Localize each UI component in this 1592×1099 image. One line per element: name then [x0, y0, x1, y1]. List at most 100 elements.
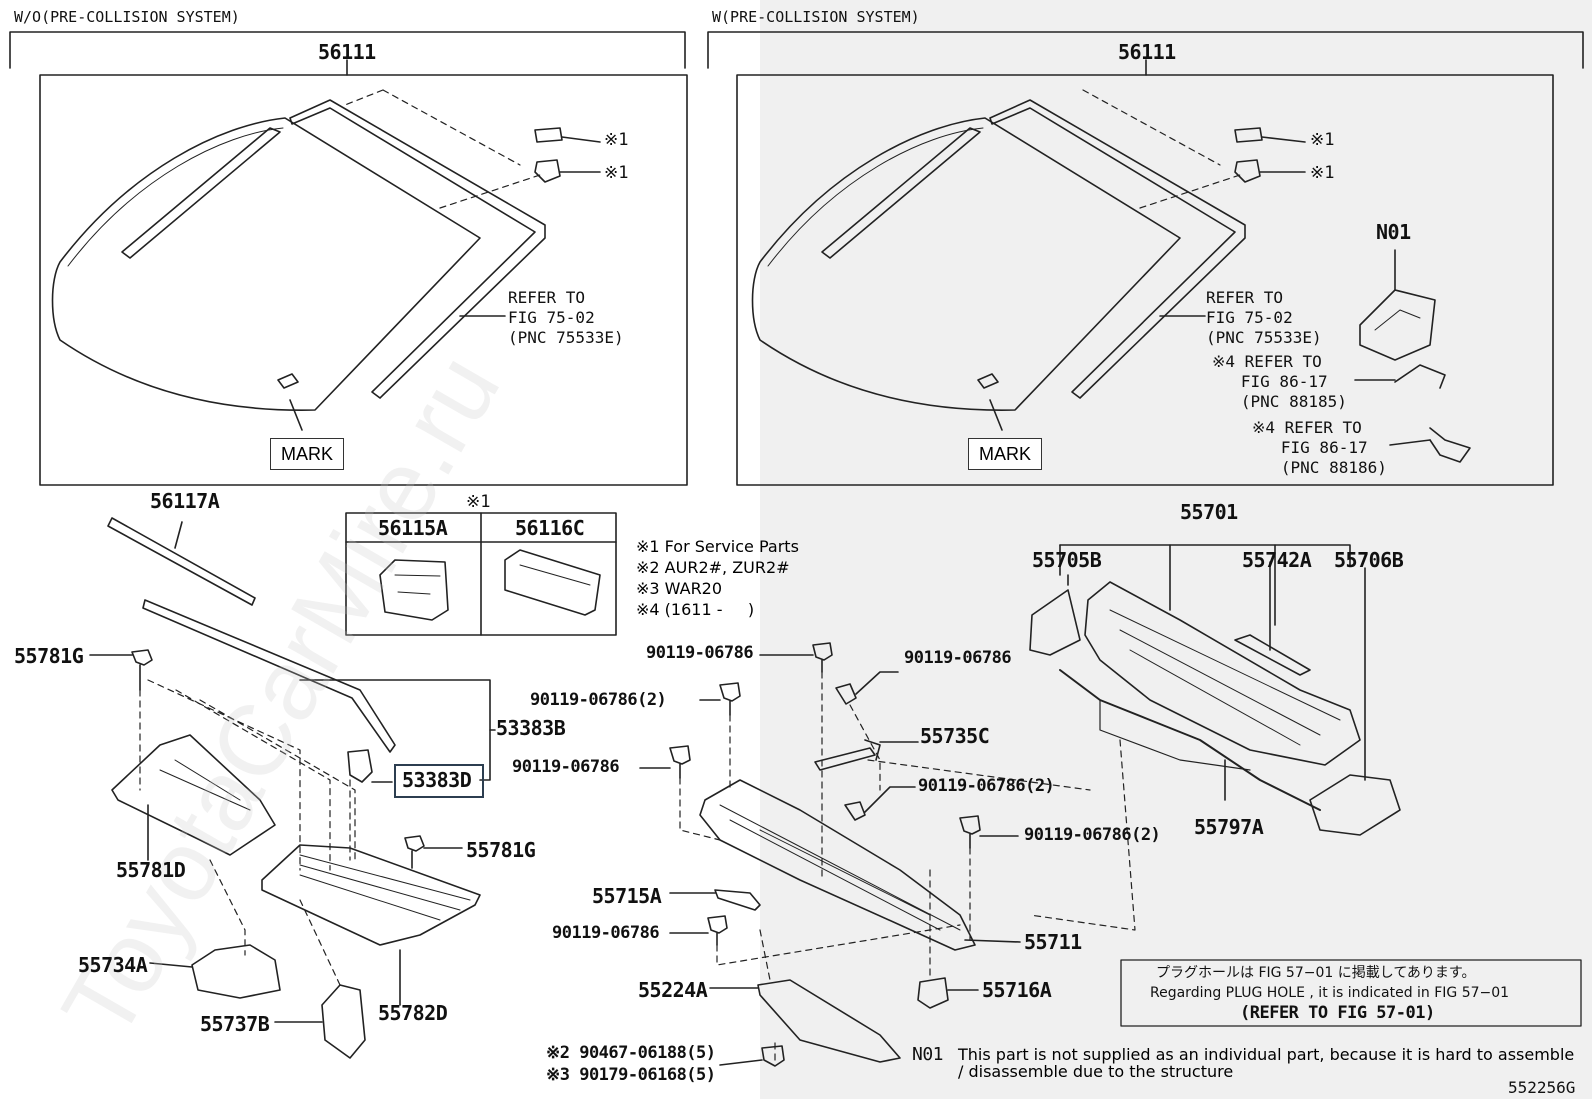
seal-55734A [191, 944, 281, 999]
left-molding [289, 99, 546, 399]
bolt-90119-06786-4[interactable]: 90119-06786 [552, 923, 660, 943]
refer-fig-86-17-88185[interactable]: ※4 REFER TO FIG 86-17 (PNC 88185) [1212, 352, 1347, 411]
n01-note-text: This part is not supplied as an individu… [958, 1045, 1575, 1081]
part-55735C[interactable]: 55735C [920, 724, 990, 748]
part-56116C[interactable]: 56116C [515, 516, 585, 540]
molding-56117A [107, 517, 256, 606]
bolt-b2 [835, 683, 857, 705]
part-56111-right[interactable]: 56111 [1118, 40, 1176, 64]
clip-note-left-1: ※1 [604, 130, 629, 150]
bolt-90119-06786-2[interactable]: 90119-06786 [904, 648, 1012, 668]
part-55781D[interactable]: 55781D [116, 858, 186, 882]
left-mark-square [277, 373, 299, 389]
plug-note-refer[interactable]: (REFER TO FIG 57-01) [1240, 1003, 1435, 1023]
cowl-panel-55701 [1084, 581, 1361, 766]
clip-56116C [504, 549, 601, 616]
left-clip-b [534, 159, 561, 183]
cowl-louver-55782D [261, 844, 481, 946]
part-55715A[interactable]: 55715A [592, 884, 662, 908]
right-top-strip [821, 127, 981, 259]
bolt-b5 [844, 801, 866, 821]
n01-note-tag: N01 [912, 1044, 944, 1065]
clip-note-right-1: ※1 [1310, 130, 1335, 150]
right-molding [989, 99, 1246, 399]
part-55711[interactable]: 55711 [1024, 930, 1082, 954]
part-55797A[interactable]: 55797A [1194, 815, 1264, 839]
right-windshield-frame [736, 74, 1554, 486]
part-55716A[interactable]: 55716A [982, 978, 1052, 1002]
refer-fig-75-02-right[interactable]: REFER TO FIG 75-02 (PNC 75533E) [1206, 288, 1322, 347]
seal-53383B [142, 599, 396, 753]
right-header-bracket [707, 31, 1584, 69]
clip-55715A [714, 889, 761, 911]
part-56115A[interactable]: 56115A [378, 516, 448, 540]
legend-notes: ※1 For Service Parts ※2 AUR2#, ZUR2# ※3 … [636, 537, 799, 619]
right-glass [751, 117, 1181, 411]
bolt-90119-06786-2x-2[interactable]: 90119-06786(2) [918, 776, 1055, 796]
bolt-90119-06786-3[interactable]: 90119-06786 [512, 757, 620, 777]
part-55706B[interactable]: 55706B [1334, 548, 1404, 572]
bolt-90119-06786-1[interactable]: 90119-06786 [646, 643, 754, 663]
left-top-strip [121, 127, 281, 259]
left-windshield-frame [39, 74, 688, 486]
clip-90467-06188[interactable]: ※2 90467-06188(5) [546, 1043, 716, 1063]
left-header-bracket [9, 31, 686, 69]
part-55701[interactable]: 55701 [1180, 500, 1238, 524]
part-53383B[interactable]: 53383B [496, 716, 566, 740]
bolt-b7 [707, 915, 728, 946]
figure-id: 552256G [1508, 1078, 1576, 1097]
part-55224A[interactable]: 55224A [638, 978, 708, 1002]
plug-note-en: Regarding PLUG HOLE , it is indicated in… [1150, 985, 1510, 1001]
refer-fig-75-02-left[interactable]: REFER TO FIG 75-02 (PNC 75533E) [508, 288, 624, 347]
part-55781G-top[interactable]: 55781G [14, 644, 84, 668]
highlight-53383D [394, 764, 484, 798]
right-clip-a [1234, 127, 1263, 143]
part-n01[interactable]: N01 [1376, 220, 1411, 244]
clip-note-left-2: ※1 [604, 163, 629, 183]
clip-55716A [917, 977, 949, 1009]
right-panel-shade [760, 0, 1592, 1099]
n01-bracket [1359, 289, 1436, 361]
part-53383D[interactable]: 53383D [402, 768, 472, 792]
part-55705B[interactable]: 55705B [1032, 548, 1102, 572]
plug-note-jp: プラグホールは FIG 57−01 に掲載してあります。 [1156, 965, 1476, 981]
part-55734A[interactable]: 55734A [78, 953, 148, 977]
mark-label-left: MARK [270, 438, 344, 470]
bracket-55735C [814, 739, 881, 771]
part-55737B[interactable]: 55737B [200, 1012, 270, 1036]
bolt-b4 [669, 745, 691, 779]
bolt-90119-06786-2x-1[interactable]: 90119-06786(2) [530, 690, 667, 710]
part-55781G-mid[interactable]: 55781G [466, 838, 536, 862]
mark-label-right: MARK [968, 438, 1042, 470]
bracket-55706B [1309, 774, 1401, 836]
bolt-90119-06786-2x-3[interactable]: 90119-06786(2) [1024, 825, 1161, 845]
bolt-b1 [812, 642, 833, 673]
clip-56115A [379, 559, 449, 621]
header-without-pcs: W/O(PRE-COLLISION SYSTEM) [14, 8, 240, 26]
bracket-55705B [1029, 589, 1081, 656]
left-clip-a [534, 127, 563, 143]
right-clip-b [1234, 159, 1261, 183]
clip-53383D [347, 749, 373, 783]
right-mark-square [977, 373, 999, 389]
refer-fig-86-17-88186[interactable]: ※4 REFER TO FIG 86-17 (PNC 88186) [1252, 418, 1387, 477]
strip-55742A [1234, 634, 1311, 676]
part-56111-left[interactable]: 56111 [318, 40, 376, 64]
clip-c [761, 1045, 785, 1067]
clip-90179-06168[interactable]: ※3 90179-06168(5) [546, 1065, 716, 1085]
left-glass [51, 117, 481, 411]
bolt-55781G-top [131, 649, 153, 691]
part-56117A[interactable]: 56117A [150, 489, 220, 513]
service-parts-note: ※1 [466, 492, 491, 512]
plug-note-box [1120, 959, 1582, 1027]
header-with-pcs: W(PRE-COLLISION SYSTEM) [712, 8, 920, 26]
sensor-bracket [1394, 364, 1446, 389]
clip-note-right-2: ※1 [1310, 163, 1335, 183]
bolt-b6 [959, 815, 981, 849]
part-55782D[interactable]: 55782D [378, 1001, 448, 1025]
cowl-side-55781D [111, 734, 276, 856]
part-55742A[interactable]: 55742A [1242, 548, 1312, 572]
cowl-top-55711 [699, 779, 976, 951]
bolt-b3 [719, 682, 741, 716]
